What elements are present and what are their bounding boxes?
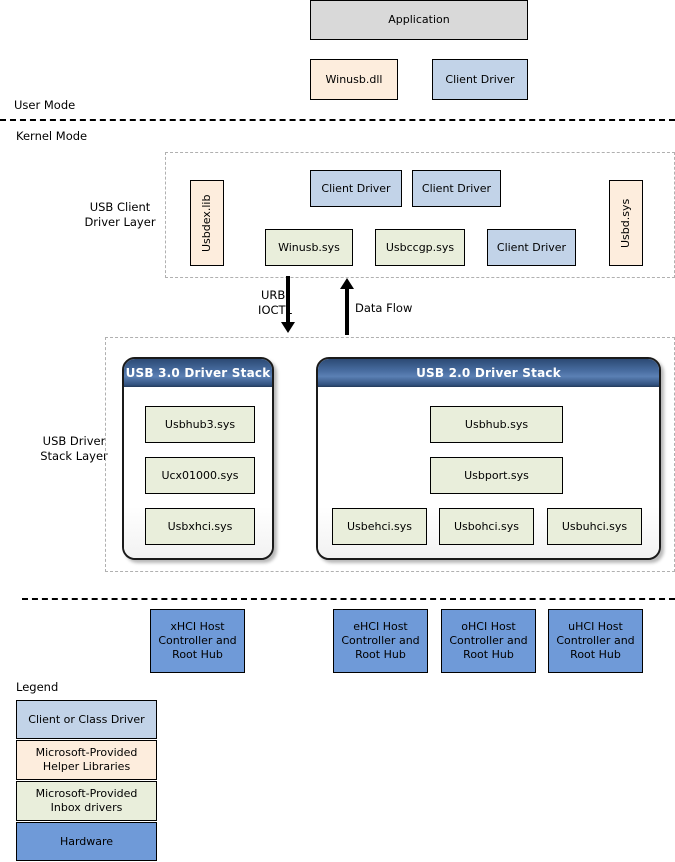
usbuhci-sys-label: Usbuhci.sys [561, 519, 628, 533]
user-mode-client-driver-box: Client Driver [432, 59, 528, 100]
usbccgp-sys-box: Usbccgp.sys [375, 229, 465, 266]
ohci-host-controller-box: oHCI Host Controller and Root Hub [441, 609, 536, 673]
client-driver-box-3: Client Driver [487, 229, 576, 266]
usbuhci-sys-box: Usbuhci.sys [547, 508, 642, 545]
client-driver-label-2: Client Driver [421, 181, 492, 195]
urb-ioctl-arrow-line [286, 276, 290, 324]
legend-item-helper-libraries: Microsoft-Provided Helper Libraries [16, 740, 157, 780]
winusb-dll-box: Winusb.dll [310, 59, 398, 100]
usbdex-lib-box: Usbdex.lib [190, 180, 224, 266]
ohci-host-controller-label: oHCI Host Controller and Root Hub [449, 620, 528, 661]
user-mode-label: User Mode [14, 98, 76, 112]
usbhub3-sys-box: Usbhub3.sys [145, 406, 255, 443]
usbehci-sys-box: Usbehci.sys [332, 508, 427, 545]
client-driver-label-3: Client Driver [496, 240, 567, 254]
usbxhci-sys-box: Usbxhci.sys [145, 508, 255, 545]
usbohci-sys-label: Usbohci.sys [453, 519, 520, 533]
usbdex-lib-label: Usbdex.lib [200, 194, 214, 252]
usbd-sys-box: Usbd.sys [609, 180, 643, 266]
xhci-host-controller-box: xHCI Host Controller and Root Hub [150, 609, 245, 673]
usb2-driver-stack-panel: USB 2.0 Driver Stack Usbhub.sys Usbport.… [316, 357, 661, 560]
client-driver-label-1: Client Driver [321, 181, 391, 195]
data-flow-arrow-head [340, 278, 354, 289]
ucx01000-sys-label: Ucx01000.sys [161, 468, 239, 482]
usb2-stack-header: USB 2.0 Driver Stack [318, 359, 659, 388]
legend-item-inbox-drivers: Microsoft-Provided Inbox drivers [16, 781, 157, 821]
usb2-stack-body: Usbhub.sys Usbport.sys Usbehci.sys Usboh… [318, 387, 659, 558]
usbxhci-sys-label: Usbxhci.sys [167, 519, 233, 533]
uhci-host-controller-box: uHCI Host Controller and Root Hub [548, 609, 643, 673]
usb-driver-stack-layer-label: USB Driver Stack Layer [40, 434, 108, 463]
user-mode-client-driver-label: Client Driver [445, 72, 515, 86]
usbhub-sys-label: Usbhub.sys [464, 417, 529, 431]
kernel-mode-label: Kernel Mode [16, 129, 88, 143]
data-flow-label: Data Flow [355, 301, 413, 315]
usb3-stack-body: Usbhub3.sys Ucx01000.sys Usbxhci.sys [124, 387, 272, 558]
urb-ioctl-label: URB, IOCTL [258, 288, 292, 317]
usbohci-sys-box: Usbohci.sys [439, 508, 534, 545]
winusb-sys-label: Winusb.sys [278, 240, 340, 254]
client-driver-box-1: Client Driver [310, 170, 402, 207]
legend-label-helper-libraries: Microsoft-Provided Helper Libraries [35, 746, 138, 773]
usbport-sys-box: Usbport.sys [430, 457, 563, 494]
legend-item-client-or-class-driver: Client or Class Driver [16, 700, 157, 739]
client-driver-box-2: Client Driver [412, 170, 501, 207]
ehci-host-controller-label: eHCI Host Controller and Root Hub [341, 620, 420, 661]
winusb-dll-label: Winusb.dll [325, 72, 383, 86]
legend-title: Legend [16, 680, 59, 694]
usb-client-driver-layer-label: USB Client Driver Layer [84, 200, 156, 229]
usb3-driver-stack-panel: USB 3.0 Driver Stack Usbhub3.sys Ucx0100… [122, 357, 274, 560]
usb3-stack-header: USB 3.0 Driver Stack [124, 359, 272, 388]
user-kernel-divider [0, 119, 675, 121]
ucx01000-sys-box: Ucx01000.sys [145, 457, 255, 494]
usbhub-sys-box: Usbhub.sys [430, 406, 563, 443]
winusb-sys-box: Winusb.sys [265, 229, 353, 266]
ehci-host-controller-box: eHCI Host Controller and Root Hub [333, 609, 428, 673]
legend-item-hardware: Hardware [16, 822, 157, 861]
legend-label-inbox-drivers: Microsoft-Provided Inbox drivers [35, 787, 138, 814]
usbhub3-sys-label: Usbhub3.sys [164, 417, 236, 431]
usbport-sys-label: Usbport.sys [464, 468, 529, 482]
usbd-sys-label: Usbd.sys [619, 198, 633, 248]
application-label: Application [388, 13, 450, 27]
usbccgp-sys-label: Usbccgp.sys [385, 240, 455, 254]
application-box: Application [310, 0, 528, 40]
urb-ioctl-arrow-head [281, 322, 295, 333]
kernel-hardware-divider [22, 598, 675, 600]
data-flow-arrow-line [345, 289, 349, 335]
xhci-host-controller-label: xHCI Host Controller and Root Hub [158, 620, 237, 661]
usbehci-sys-label: Usbehci.sys [346, 519, 413, 533]
legend-label-hardware: Hardware [59, 834, 114, 848]
uhci-host-controller-label: uHCI Host Controller and Root Hub [556, 620, 635, 661]
legend-label-client-or-class-driver: Client or Class Driver [28, 712, 145, 726]
